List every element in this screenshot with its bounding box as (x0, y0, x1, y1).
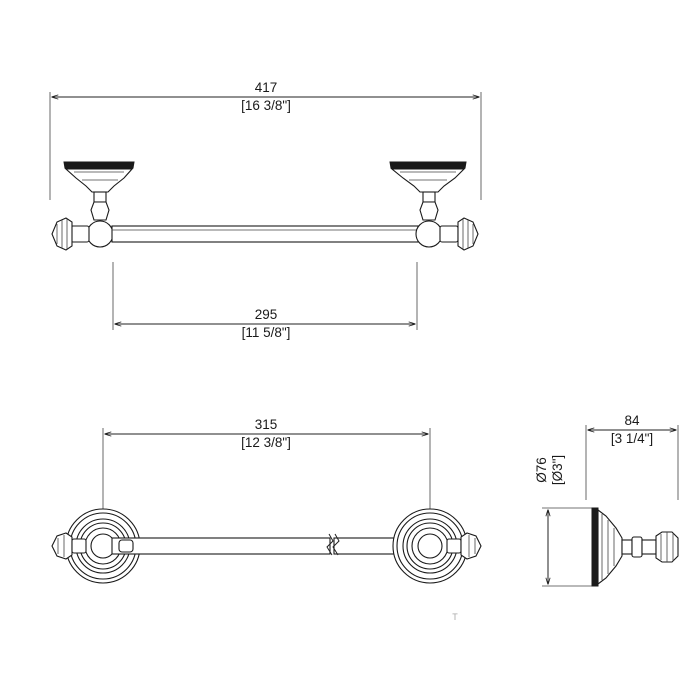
right-post-collar (419, 201, 439, 221)
centers-mm: 315 (255, 417, 278, 432)
towel-bar-plan-body (111, 225, 419, 243)
right-flange-edge (389, 161, 467, 169)
centers-dimension: 315 [12 3/8"] (102, 417, 431, 510)
break-line-right (332, 533, 340, 556)
right-finial-front (460, 532, 482, 560)
side-profile (591, 507, 679, 587)
right-bar-socket (415, 220, 443, 248)
right-rosette (392, 508, 482, 584)
projection-in: [3 1/4"] (611, 431, 653, 446)
bar-length-mm: 295 (255, 307, 278, 322)
stray-mark: T (452, 612, 458, 622)
right-bracket-plan (389, 161, 479, 251)
bar-length-dimension: 295 [11 5/8"] (112, 262, 418, 340)
side-post (621, 539, 633, 555)
left-flange-body (64, 168, 134, 193)
bar-length-in: [11 5/8"] (242, 325, 291, 340)
towel-bar-plan (111, 225, 419, 243)
diameter-in: [Ø3"] (550, 455, 565, 485)
overall-length-mm: 417 (255, 80, 278, 95)
side-neck (641, 539, 657, 555)
right-flange-body (390, 168, 466, 193)
towel-bar-front (111, 533, 421, 556)
projection-dimension: 84 [3 1/4"] (585, 413, 679, 500)
diameter-dimension: Ø76 [Ø3"] (534, 455, 592, 587)
left-finial-front (51, 532, 73, 560)
left-rosette (51, 508, 141, 584)
left-bracket-plan (51, 161, 135, 251)
side-flange-edge (591, 507, 599, 587)
right-post-upper (422, 191, 436, 203)
left-post-upper (93, 191, 107, 203)
diameter-mm: Ø76 (534, 457, 549, 483)
centers-in: [12 3/8"] (241, 435, 291, 450)
side-view: 84 [3 1/4"] Ø76 [Ø3"] (534, 413, 679, 587)
overall-length-dimension: 417 [16 3/8"] (49, 80, 482, 200)
right-finial-neck (439, 225, 459, 243)
break-line-left (326, 533, 334, 556)
side-flange-body (597, 508, 623, 586)
side-collar (631, 536, 643, 558)
overall-length-in: [16 3/8"] (241, 98, 291, 113)
towel-bar-front-left (111, 537, 331, 555)
front-view: 315 [12 3/8"] (51, 417, 482, 622)
left-post-collar (90, 201, 110, 221)
left-finial-neck (70, 225, 90, 243)
left-flange-edge (63, 161, 135, 169)
left-bar-socket (86, 220, 114, 248)
top-view: 417 [16 3/8"] (49, 80, 482, 340)
projection-mm: 84 (624, 413, 640, 428)
